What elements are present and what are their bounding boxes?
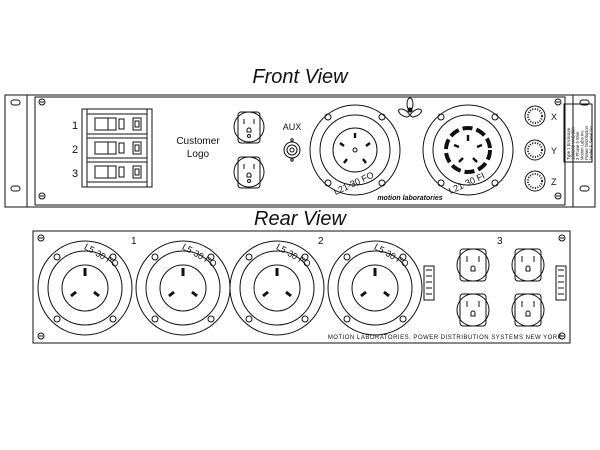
rear-label-plate <box>423 265 435 301</box>
rear-plate <box>32 230 571 344</box>
panel-screw <box>558 332 566 340</box>
indicator-lamp-x <box>524 105 546 127</box>
indicator-label-y: Y <box>551 146 557 156</box>
front-view-title: Front View <box>252 66 348 88</box>
breaker-label-1: 1 <box>72 120 78 132</box>
customer-logo-line-2: Logo <box>187 149 210 160</box>
rear-footer-text: MOTION LABORATORIES, POWER DISTRIBUTION … <box>328 335 562 341</box>
nameplate-line: 120/208 VAC 30A <box>571 127 576 160</box>
nameplate-line: Model & Serial No <box>589 126 594 160</box>
rear-twistlock-outlet-2[interactable] <box>135 240 231 336</box>
brand-label: motion laboratories <box>377 195 442 202</box>
nameplate-line: 3 Phase 5 Wire <box>575 131 580 160</box>
rack-slot <box>579 99 590 106</box>
rear-circuit-label-2: 2 <box>318 236 324 247</box>
circuit-breaker-block <box>81 108 153 188</box>
customer-logo-line-1: Customer <box>176 136 220 147</box>
panel-screw <box>38 192 46 200</box>
aux-connector[interactable] <box>283 138 301 162</box>
rear-twistlock-outlet-1[interactable] <box>37 240 133 336</box>
circuit-breaker-3[interactable] <box>86 161 148 183</box>
panel-screw <box>554 98 562 106</box>
rear-edison-outlet[interactable] <box>511 293 545 327</box>
panel-screw <box>37 332 45 340</box>
panel-screw <box>38 98 46 106</box>
front-twistlock-outlet-fo[interactable] <box>309 104 401 196</box>
nameplate-line: Motion Labs Inc <box>580 130 585 160</box>
indicator-label-z: Z <box>551 177 557 187</box>
breaker-label-3: 3 <box>72 168 78 180</box>
front-edison-outlet-top[interactable] <box>233 111 265 144</box>
rear-view-title: Rear View <box>254 208 346 230</box>
indicator-lamp-z <box>524 170 546 192</box>
breaker-label-2: 2 <box>72 144 78 156</box>
front-twistlock-fi-label: L21-30 FI <box>447 171 486 196</box>
rear-edison-outlet[interactable] <box>456 248 490 282</box>
panel-screw <box>554 192 562 200</box>
aux-label: AUX <box>283 122 302 132</box>
front-inner-plate <box>34 96 566 206</box>
rear-circuit-label-1: 1 <box>131 236 137 247</box>
rear-label-plate <box>555 265 567 301</box>
front-twistlock-inlet-fi[interactable] <box>422 104 514 196</box>
panel-screw <box>558 234 566 242</box>
indicator-label-x: X <box>551 112 557 122</box>
rear-circuit-label-3: 3 <box>497 236 503 247</box>
nameplate-line: Type 1 Enclosure <box>566 127 571 160</box>
nameplate <box>563 103 593 163</box>
panel-screw <box>37 234 45 242</box>
nameplate-text: Type 1 Enclosure 120/208 VAC 30A 3 Phase… <box>566 125 594 160</box>
indicator-lamp-y <box>524 139 546 161</box>
rear-panel <box>32 230 571 344</box>
circuit-breaker-1[interactable] <box>86 113 148 135</box>
rack-slot <box>10 99 21 106</box>
circuit-breaker-2[interactable] <box>86 137 148 159</box>
rear-edison-outlet[interactable] <box>511 248 545 282</box>
nameplate-line: Power Distribution <box>584 125 589 160</box>
front-rack-face <box>4 94 596 208</box>
rear-twistlock-outlet-3[interactable] <box>229 240 325 336</box>
rear-twistlock-outlet-4[interactable] <box>327 240 423 336</box>
rack-slot <box>10 185 21 192</box>
rack-slot <box>579 185 590 192</box>
front-panel <box>4 94 596 208</box>
rear-edison-outlet[interactable] <box>456 293 490 327</box>
front-edison-outlet-bottom[interactable] <box>233 156 265 189</box>
motion-labs-logo-icon <box>398 97 422 118</box>
